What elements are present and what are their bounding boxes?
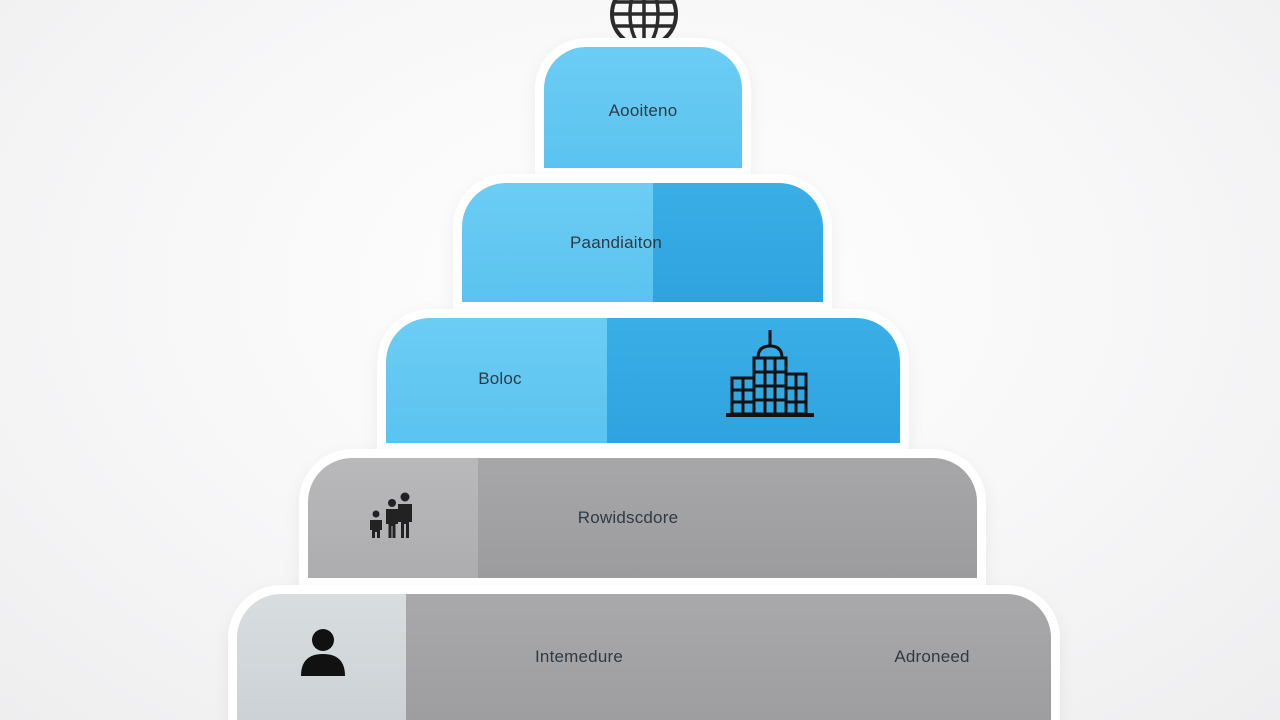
tier-5-right-label: Adroneed <box>894 647 970 666</box>
tier-2-right-segment <box>653 183 823 302</box>
family-icon <box>370 492 412 538</box>
tier-3-left-segment <box>386 318 607 443</box>
person-icon <box>301 629 345 676</box>
tier-1-label: Aooiteno <box>608 101 678 121</box>
pyramid-tier-3: Boloc <box>386 318 900 443</box>
pyramid-tier-1: Aooiteno <box>544 47 742 168</box>
tier-5-left-label: Intemedure <box>535 647 623 666</box>
globe-icon <box>610 0 678 48</box>
tier-4-label: Rowidscdore <box>577 508 679 527</box>
office-building-icon <box>726 330 814 417</box>
pyramid-tier-2: Paandiaiton <box>462 183 823 302</box>
tier-2-label: Paandiaiton <box>570 232 662 252</box>
tier-5-right-segment <box>406 594 1051 720</box>
tier-3-label: Boloc <box>478 369 522 389</box>
tier-4-right-segment <box>478 458 977 578</box>
pyramid-tier-5: Intemedure Adroneed <box>237 594 1051 720</box>
tier-1-segment <box>544 47 742 168</box>
tier-2-left-segment <box>462 183 653 302</box>
pyramid-tier-4: Rowidscdore <box>308 458 977 578</box>
